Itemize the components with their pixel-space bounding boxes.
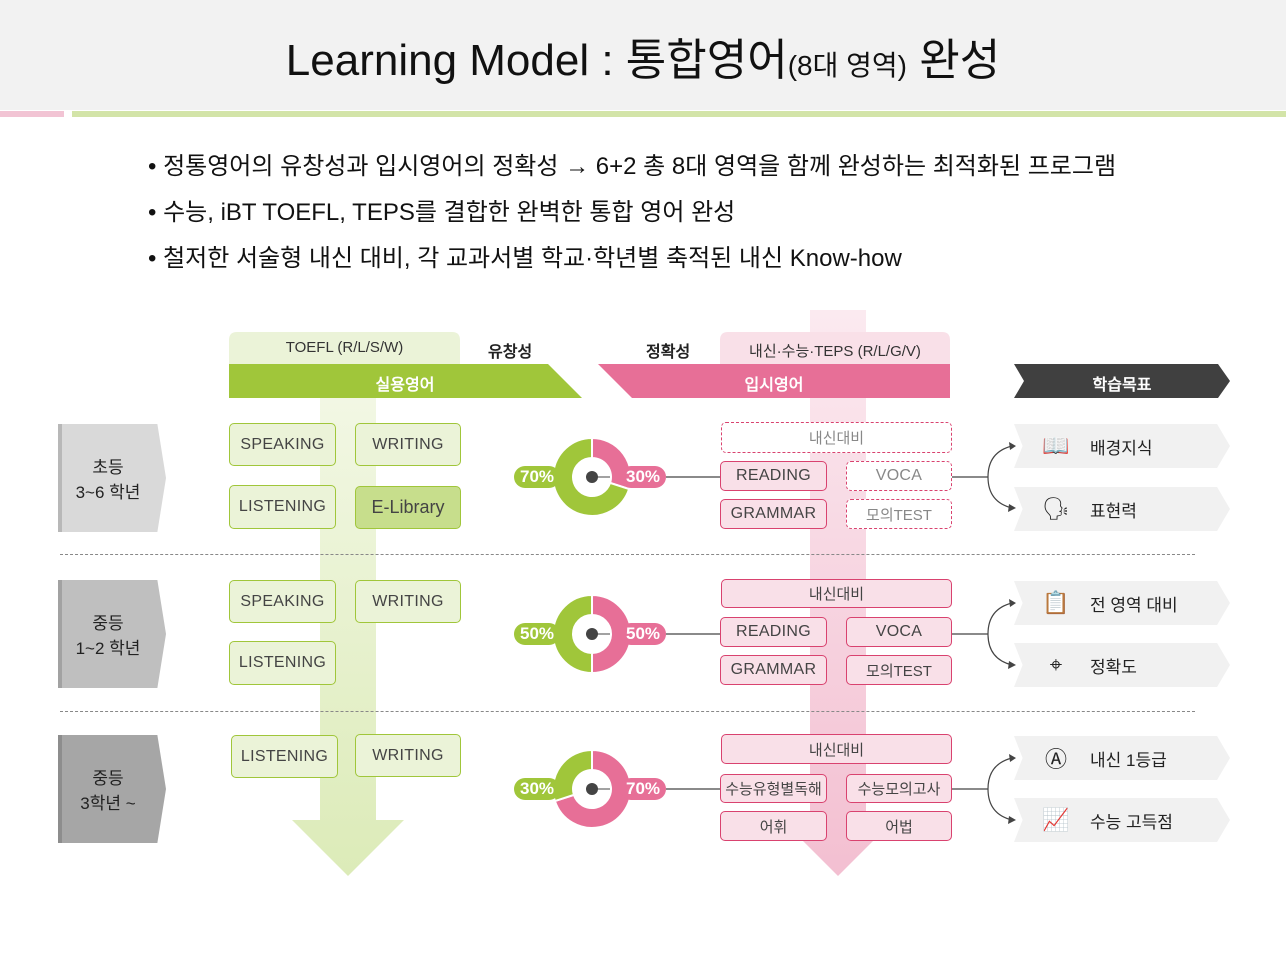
exam-item: VOCA [846,461,952,491]
exam-item: READING [720,617,827,647]
practical-percent: 50% [514,623,560,645]
skill-listening: LISTENING [231,735,338,778]
exam-head: 내신대비 [721,734,952,764]
exam-label: 입시영어 [744,377,804,394]
goal-item: 📈수능 고득점 [1014,798,1230,842]
head-book-icon: 📖 [1042,433,1070,458]
exam-item: READING [720,461,827,491]
exam-item: 모의TEST [846,655,952,685]
row-divider [60,554,1195,555]
accuracy-label: 정확성 [646,344,691,361]
goal-label: 학습목표 [1092,377,1152,394]
ratio-donut [552,593,632,675]
skill-speaking: SPEAKING [229,423,336,466]
skill-listening: LISTENING [229,485,336,529]
exam-item: GRAMMAR [720,499,827,529]
skill-writing: WRITING [355,734,461,777]
exam-percent: 30% [620,466,666,488]
skill-speaking: SPEAKING [229,580,336,623]
exam-percent: 70% [620,778,666,800]
accent-bar-green [72,111,1286,117]
practical-slice [552,436,631,517]
exam-head: 내신대비 [721,579,952,608]
practical-percent: 70% [514,466,560,488]
exam-item: VOCA [846,617,952,647]
exam-head: 내신대비 [721,422,952,453]
practical-slice [552,593,593,675]
practical-label: 실용영어 [375,377,435,394]
goal-item: 📋전 영역 대비 [1014,581,1230,625]
exam-slice [553,748,632,829]
fluency-label: 유창성 [488,344,533,361]
exam-item: GRAMMAR [720,655,827,685]
exam-item: 수능모의고사 [846,774,952,803]
practical-subtitle: TOEFL (R/L/S/W) [285,339,404,356]
exam-item: 어휘 [720,811,827,841]
row-divider [60,711,1195,712]
header [0,0,1286,110]
exam-item: 모의TEST [846,499,952,529]
practical-percent: 30% [514,778,560,800]
checklist-icon: 📋 [1042,590,1070,615]
a-plus-icon: Ⓐ [1044,747,1067,772]
exam-item: 수능유형별독해 [720,774,827,803]
accent-bar-pink [0,111,64,117]
ratio-donut [552,748,632,829]
page-title: Learning Model : 통합영어(8대 영역) 완성 [285,36,1001,85]
bullet-2: • 수능, iBT TOEFL, TEPS를 결합한 완벽한 통합 영어 완성 [148,199,736,226]
exam-percent: 50% [620,623,666,645]
exam-subtitle: 내신·수능·TEPS (R/L/G/V) [749,343,921,360]
exam-item: 어법 [846,811,952,841]
skill-e-library: E-Library [355,486,461,529]
chart-up-icon: 📈 [1042,807,1070,832]
skill-writing: WRITING [355,423,461,466]
target-icon: ⌖ [1049,652,1063,677]
bullet-1: • 정통영어의 유창성과 입시영어의 정확성 → 6+2 총 8대 영역을 함께… [148,153,1117,180]
speaking-head-icon: 🗣 [1042,496,1070,521]
goal-item: 🗣표현력 [1014,487,1230,531]
exam-slice [591,593,632,675]
skill-listening: LISTENING [229,641,336,685]
bullet-3: • 철저한 서술형 내신 대비, 각 교과서별 학교·학년별 축적된 내신 Kn… [148,245,902,272]
skill-writing: WRITING [355,580,461,623]
goal-item: 📖배경지식 [1014,424,1230,468]
goal-item: ⌖정확도 [1014,643,1230,687]
